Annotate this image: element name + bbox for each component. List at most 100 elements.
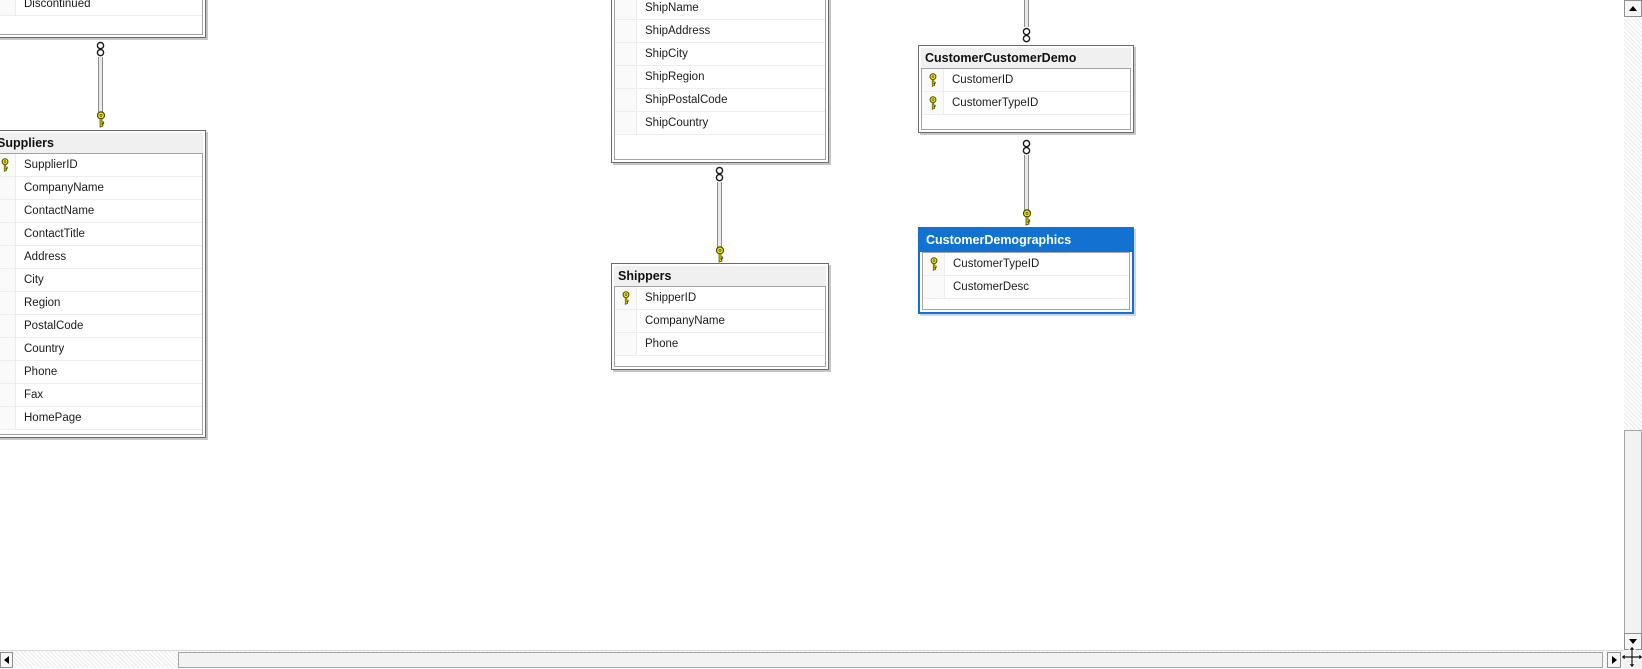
row-icon-cell — [615, 66, 637, 88]
table-row[interactable]: CustomerID — [922, 69, 1130, 92]
scroll-left-button[interactable] — [0, 652, 13, 668]
table-row[interactable]: ShipPostalCode — [615, 89, 825, 112]
table-row[interactable]: ShipCountry — [615, 112, 825, 135]
primary-key-icon — [615, 287, 637, 309]
move-cursor-icon — [1620, 645, 1642, 669]
table-row[interactable]: ShipperID — [615, 287, 825, 310]
column-name: CustomerDesc — [953, 281, 1030, 293]
table-row[interactable]: Fax — [0, 384, 202, 407]
vertical-scrollbar[interactable] — [1624, 0, 1642, 650]
row-icon-cell — [0, 269, 16, 291]
horizontal-scroll-thumb[interactable] — [178, 652, 1603, 668]
column-name: ShipPostalCode — [645, 94, 728, 106]
table-row[interactable]: CustomerTypeID — [922, 92, 1130, 115]
row-icon-cell — [615, 89, 637, 111]
column-name: Phone — [645, 338, 679, 350]
primary-key-icon — [922, 69, 944, 91]
table-empty-space — [922, 115, 1130, 129]
column-name: ShipCity — [645, 48, 688, 60]
relationship-connector[interactable] — [1024, 0, 1029, 27]
table-row[interactable]: ShipCity — [615, 43, 825, 66]
table-row[interactable]: Phone — [615, 333, 825, 356]
table-row[interactable]: HomePage — [0, 407, 202, 430]
column-name: ContactName — [24, 205, 95, 217]
table-row[interactable]: PostalCode — [0, 315, 202, 338]
many-infinity-icon — [1021, 27, 1032, 44]
column-name: ShipName — [645, 2, 699, 14]
table-row[interactable]: ShipName — [615, 0, 825, 20]
table-row[interactable]: Phone — [0, 361, 202, 384]
table-title[interactable]: CustomerDemographics — [920, 229, 1132, 252]
table-columns: CustomerTypeID CustomerDesc — [922, 252, 1130, 310]
table-row[interactable]: ContactName — [0, 200, 202, 223]
table-row[interactable]: CustomerTypeID — [923, 253, 1129, 276]
many-infinity-icon — [714, 166, 725, 183]
row-icon-cell — [0, 0, 16, 15]
table-columns: Discontinued — [0, 0, 203, 35]
table-title[interactable]: Suppliers — [0, 133, 203, 153]
column-name: Region — [24, 297, 61, 309]
vertical-scroll-thumb[interactable] — [1624, 430, 1642, 634]
primary-key-icon — [923, 253, 945, 275]
row-icon-cell — [615, 112, 637, 134]
table-row[interactable]: Country — [0, 338, 202, 361]
table-row[interactable]: Address — [0, 246, 202, 269]
primary-key-icon — [922, 92, 944, 114]
table-empty-space — [615, 135, 825, 159]
column-name: Fax — [24, 389, 44, 401]
row-icon-cell — [0, 177, 16, 199]
column-name: ShipRegion — [645, 71, 705, 83]
table-row[interactable]: Region — [0, 292, 202, 315]
relationship-connector[interactable] — [717, 182, 722, 248]
table-row[interactable]: ShipRegion — [615, 66, 825, 89]
table-row[interactable]: Discontinued — [0, 0, 202, 16]
key-end-icon — [1021, 209, 1033, 227]
column-name: Discontinued — [24, 0, 91, 10]
column-name: CompanyName — [645, 315, 725, 327]
row-icon-cell — [0, 361, 16, 383]
column-name: CompanyName — [24, 182, 104, 194]
table-row[interactable]: SupplierID — [0, 154, 202, 177]
table-title[interactable]: Shippers — [614, 266, 826, 286]
horizontal-scrollbar[interactable] — [0, 650, 1624, 668]
table-title[interactable]: CustomerCustomerDemo — [921, 48, 1131, 68]
row-icon-cell — [0, 200, 16, 222]
scroll-up-button[interactable] — [1624, 0, 1642, 17]
row-icon-cell — [0, 384, 16, 406]
table-row[interactable]: CustomerDesc — [923, 276, 1129, 299]
table-row[interactable]: CompanyName — [615, 310, 825, 333]
table-node-partial-top-left[interactable]: Discontinued — [0, 0, 206, 38]
relationship-connector[interactable] — [98, 57, 103, 112]
key-end-icon — [714, 246, 726, 264]
row-icon-cell — [0, 338, 16, 360]
primary-key-icon — [0, 154, 16, 176]
column-name: Country — [24, 343, 65, 355]
table-empty-space — [0, 16, 202, 34]
column-name: CustomerTypeID — [953, 258, 1040, 270]
row-icon-cell — [0, 407, 16, 429]
key-end-icon — [95, 111, 107, 129]
table-row[interactable]: City — [0, 269, 202, 292]
row-icon-cell — [0, 223, 16, 245]
relationship-connector[interactable] — [1024, 155, 1029, 212]
table-row[interactable]: ShipAddress — [615, 20, 825, 43]
row-icon-cell — [615, 43, 637, 65]
table-row[interactable]: ContactTitle — [0, 223, 202, 246]
row-icon-cell — [923, 276, 945, 298]
right-arrow-icon — [1611, 656, 1617, 664]
scroll-right-button[interactable] — [1607, 652, 1621, 668]
column-name: ShipCountry — [645, 117, 709, 129]
column-name: ShipAddress — [645, 25, 711, 37]
column-name: CustomerTypeID — [952, 97, 1039, 109]
table-empty-space — [615, 356, 825, 366]
table-row[interactable]: CompanyName — [0, 177, 202, 200]
